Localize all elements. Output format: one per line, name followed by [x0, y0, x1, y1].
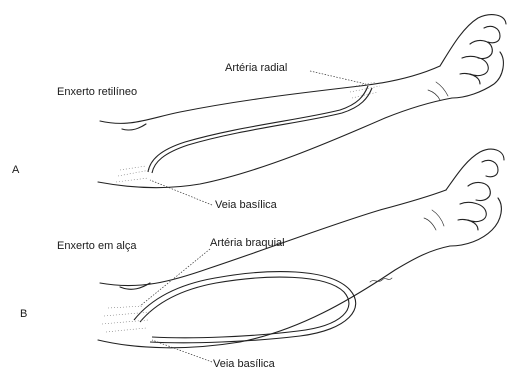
panel-a-vein-label: Veia basílica [215, 200, 277, 211]
panel-a-wrist-lines [428, 82, 448, 100]
panel-a-hand [440, 15, 506, 98]
panel-b-wrist-lines [424, 210, 444, 230]
panel-b-vein-label: Veia basílica [213, 359, 275, 370]
panel-a-artery-leader [310, 71, 366, 84]
panel-b-graft-label: Enxerto em alça [57, 241, 136, 252]
panel-a-dotted-region-vein [116, 166, 150, 182]
panel-a-graft-label: Enxerto retilíneo [57, 87, 137, 98]
panel-b-loop-graft-inner [140, 277, 349, 338]
panel-a-arm-bottom-edge [98, 98, 452, 188]
panel-a-elbow-crease [122, 124, 146, 130]
panel-a-artery-label: Artéria radial [225, 63, 287, 74]
panel-b-arm [98, 149, 504, 362]
panel-b-artery-leader [140, 249, 210, 306]
panel-b-letter: B [20, 309, 27, 320]
panel-a-straight-graft-inner [152, 88, 372, 173]
panel-a-arm [98, 15, 506, 205]
panel-b-artery-label: Artéria braquial [210, 238, 285, 249]
panel-a-arm-top-edge [100, 66, 440, 123]
panel-b-loop-graft-outer [134, 272, 356, 343]
panel-b-hand [446, 149, 504, 246]
panel-a-letter: A [12, 165, 19, 176]
panel-b-elbow-crease [120, 283, 150, 289]
